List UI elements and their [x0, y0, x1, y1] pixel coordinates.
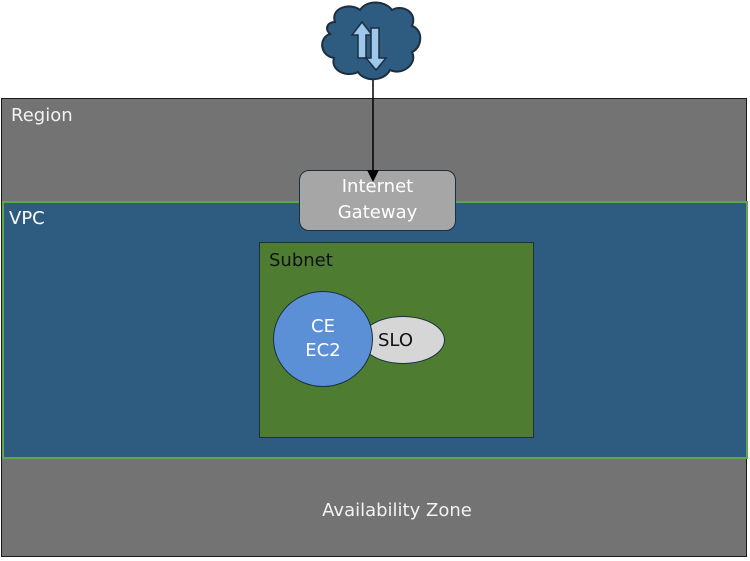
ec2-label-line2: EC2 [305, 340, 341, 361]
ec2-circle [273, 291, 373, 387]
vpc-label: VPC [9, 208, 45, 229]
internet-gateway-label-line1: Internet [341, 176, 414, 197]
up-down-arrows-icon [350, 20, 388, 72]
subnet-label: Subnet [269, 250, 333, 271]
availability-zone-label: Availability Zone [322, 500, 472, 521]
internet-gateway-label: Internet Gateway [299, 174, 456, 226]
ec2-label-line1: CE [311, 316, 335, 337]
internet-gateway-label-line2: Gateway [337, 202, 418, 223]
region-label: Region [11, 105, 73, 126]
ec2-label: CE EC2 [273, 315, 373, 363]
slo-ellipse [361, 316, 445, 364]
slo-label: SLO [378, 330, 413, 351]
